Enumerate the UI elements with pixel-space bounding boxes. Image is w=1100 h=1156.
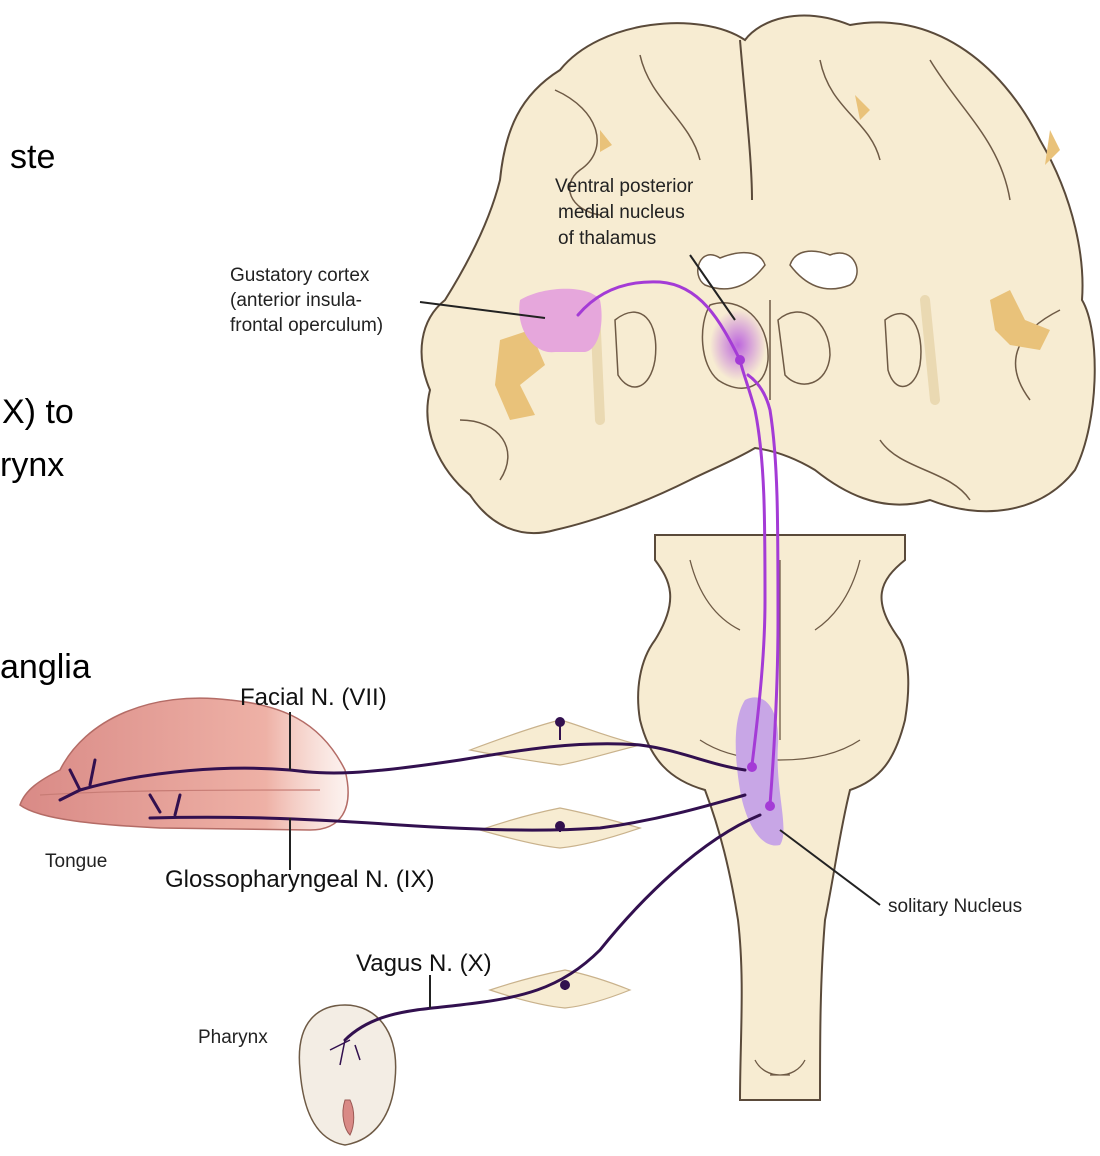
label-facial-nerve: Facial N. (VII): [240, 684, 387, 711]
label-ventral-posterior-3: of thalamus: [558, 228, 656, 249]
label-vagus-nerve: Vagus N. (X): [356, 950, 492, 977]
label-solitary-nucleus: solitary Nucleus: [888, 896, 1022, 917]
label-glossopharyngeal-nerve: Glossopharyngeal N. (IX): [165, 866, 434, 893]
tongue-shape: [20, 698, 348, 830]
brain-coronal-section: [422, 16, 1095, 534]
facial-ganglion-cell: [556, 718, 564, 726]
glossopharyngeal-ganglion-cell: [556, 822, 564, 830]
label-tongue: Tongue: [45, 851, 107, 872]
brain-outline: [422, 16, 1095, 534]
vagus-ganglion: [490, 970, 630, 1008]
label-ventral-posterior-2: medial nucleus: [558, 202, 685, 223]
solitary-cell-1: [747, 762, 757, 772]
label-pharynx: Pharynx: [198, 1027, 268, 1048]
vagus-ganglion-cell: [561, 981, 569, 989]
vpm-cell: [735, 355, 745, 365]
sulcus-fill: [1045, 130, 1060, 165]
solitary-cell-2: [765, 801, 775, 811]
label-ventral-posterior-1: Ventral posterior: [555, 176, 694, 197]
label-gustatory-2: (anterior insula-: [230, 290, 362, 311]
label-gustatory-1: Gustatory cortex: [230, 265, 370, 286]
label-gustatory-3: frontal operculum): [230, 315, 383, 336]
